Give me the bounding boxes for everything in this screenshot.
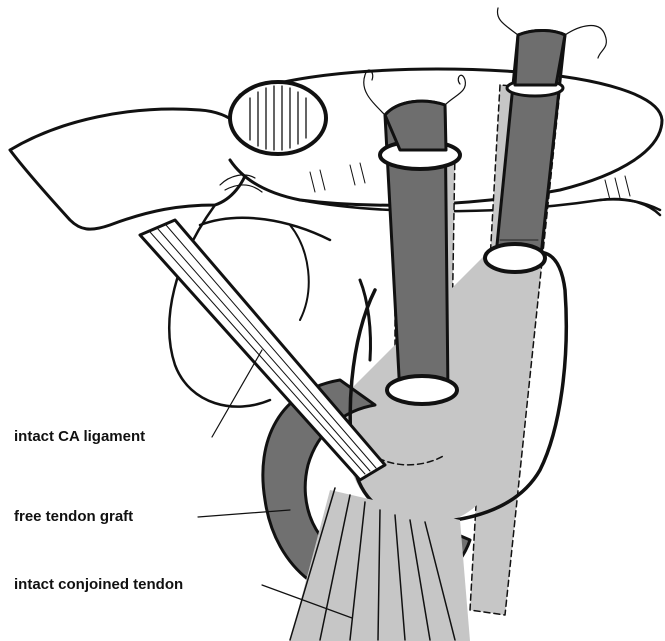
tendon-limb-right-top [515, 30, 565, 85]
tunnel-hole-right [485, 244, 545, 272]
coracoid-edge [200, 218, 330, 240]
label-ca-ligament: intact CA ligament [14, 428, 145, 445]
acromion-outline [10, 109, 251, 229]
label-conjoined-tendon: intact conjoined tendon [14, 576, 183, 593]
label-tendon-graft: free tendon graft [14, 508, 133, 525]
tunnel-hole-bottom-left [387, 376, 457, 404]
clavicle-cut-end [230, 82, 326, 154]
leader-ca-ligament [212, 350, 262, 437]
coracoid-rim [290, 225, 309, 320]
